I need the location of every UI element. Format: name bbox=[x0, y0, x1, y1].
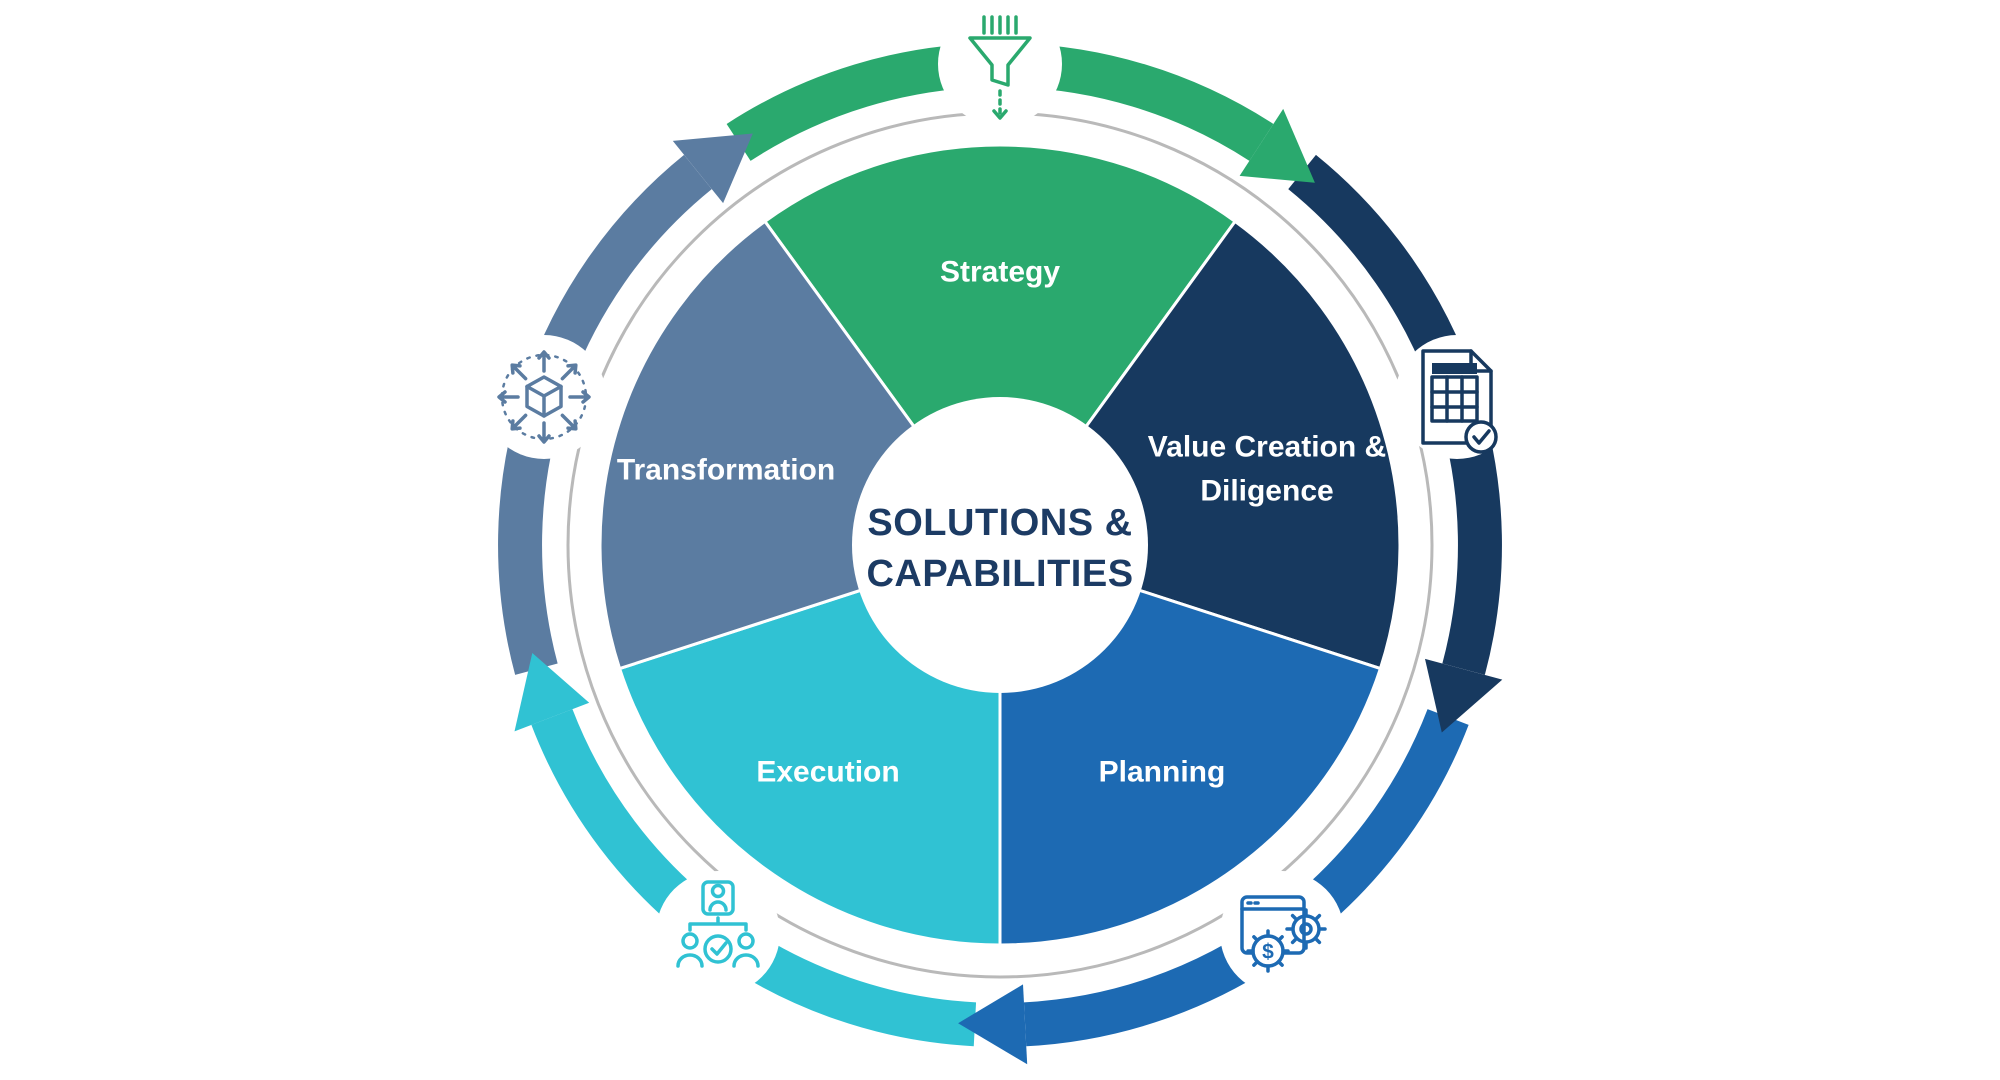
cycle-arrowheads bbox=[514, 108, 1503, 1065]
leader-shoulders bbox=[708, 900, 728, 912]
segment-labels: Strategy Value Creation & Diligence Plan… bbox=[617, 256, 1386, 789]
member-right-body bbox=[732, 953, 760, 968]
funnel-inflow-lines bbox=[982, 15, 1018, 35]
segment-label-value-creation-line2: Diligence bbox=[1200, 475, 1333, 508]
funnel-icon bbox=[938, 2, 1062, 126]
member-left-head bbox=[681, 932, 699, 950]
arrowhead-value-creation bbox=[1425, 658, 1503, 733]
sheet-grid bbox=[1430, 375, 1479, 423]
icon-backing bbox=[656, 871, 780, 995]
dollar-gear-teeth bbox=[1246, 929, 1290, 973]
icon-backing bbox=[1395, 335, 1519, 459]
sheet-header-bar bbox=[1432, 363, 1477, 374]
finance-gear-icon: $ bbox=[1220, 871, 1344, 995]
spreadsheet-check-icon bbox=[1395, 335, 1519, 459]
org-connectors bbox=[688, 916, 748, 932]
center-title-line2: CAPABILITIES bbox=[866, 553, 1133, 595]
icon-backing bbox=[938, 2, 1062, 126]
funnel-body bbox=[968, 36, 1032, 87]
gear-icon bbox=[1285, 908, 1327, 950]
window-toolbar bbox=[1240, 901, 1306, 911]
segment-label-value-creation-line1: Value Creation & bbox=[1148, 431, 1386, 464]
gear-hub bbox=[1299, 922, 1313, 936]
leader-box bbox=[701, 880, 735, 916]
dollar-symbol: $ bbox=[1262, 941, 1274, 964]
member-right-head bbox=[737, 932, 755, 950]
check-badge bbox=[1464, 420, 1498, 454]
icon-backing bbox=[1220, 871, 1344, 995]
team-check-icon bbox=[656, 871, 780, 995]
arrowhead-strategy bbox=[1239, 108, 1315, 183]
arrowhead-transformation bbox=[672, 133, 753, 204]
check-mark-icon bbox=[1472, 429, 1491, 445]
segment-label-transformation: Transformation bbox=[617, 454, 835, 487]
check-badge bbox=[703, 934, 733, 964]
document-outline bbox=[1421, 349, 1493, 445]
cube-expand-icon bbox=[482, 335, 606, 459]
sheet-grid-lines bbox=[1430, 375, 1479, 423]
segment-label-planning: Planning bbox=[1099, 756, 1226, 789]
gear-teeth bbox=[1285, 908, 1327, 950]
cube-edges bbox=[525, 384, 563, 418]
arrowhead-planning bbox=[958, 984, 1028, 1065]
arrowhead-execution bbox=[514, 653, 590, 732]
funnel-output-arrowhead bbox=[992, 109, 1008, 120]
leader-head bbox=[710, 883, 726, 899]
member-left-body bbox=[676, 953, 704, 968]
center-circle bbox=[852, 397, 1148, 693]
dollar-gear-icon: $ bbox=[1246, 929, 1290, 973]
center-title-line1: SOLUTIONS & bbox=[867, 502, 1132, 544]
segment-label-execution: Execution bbox=[756, 756, 899, 789]
check-mark-icon bbox=[710, 941, 728, 956]
segment-label-strategy: Strategy bbox=[940, 256, 1060, 289]
segment-strategy bbox=[763, 143, 1237, 547]
